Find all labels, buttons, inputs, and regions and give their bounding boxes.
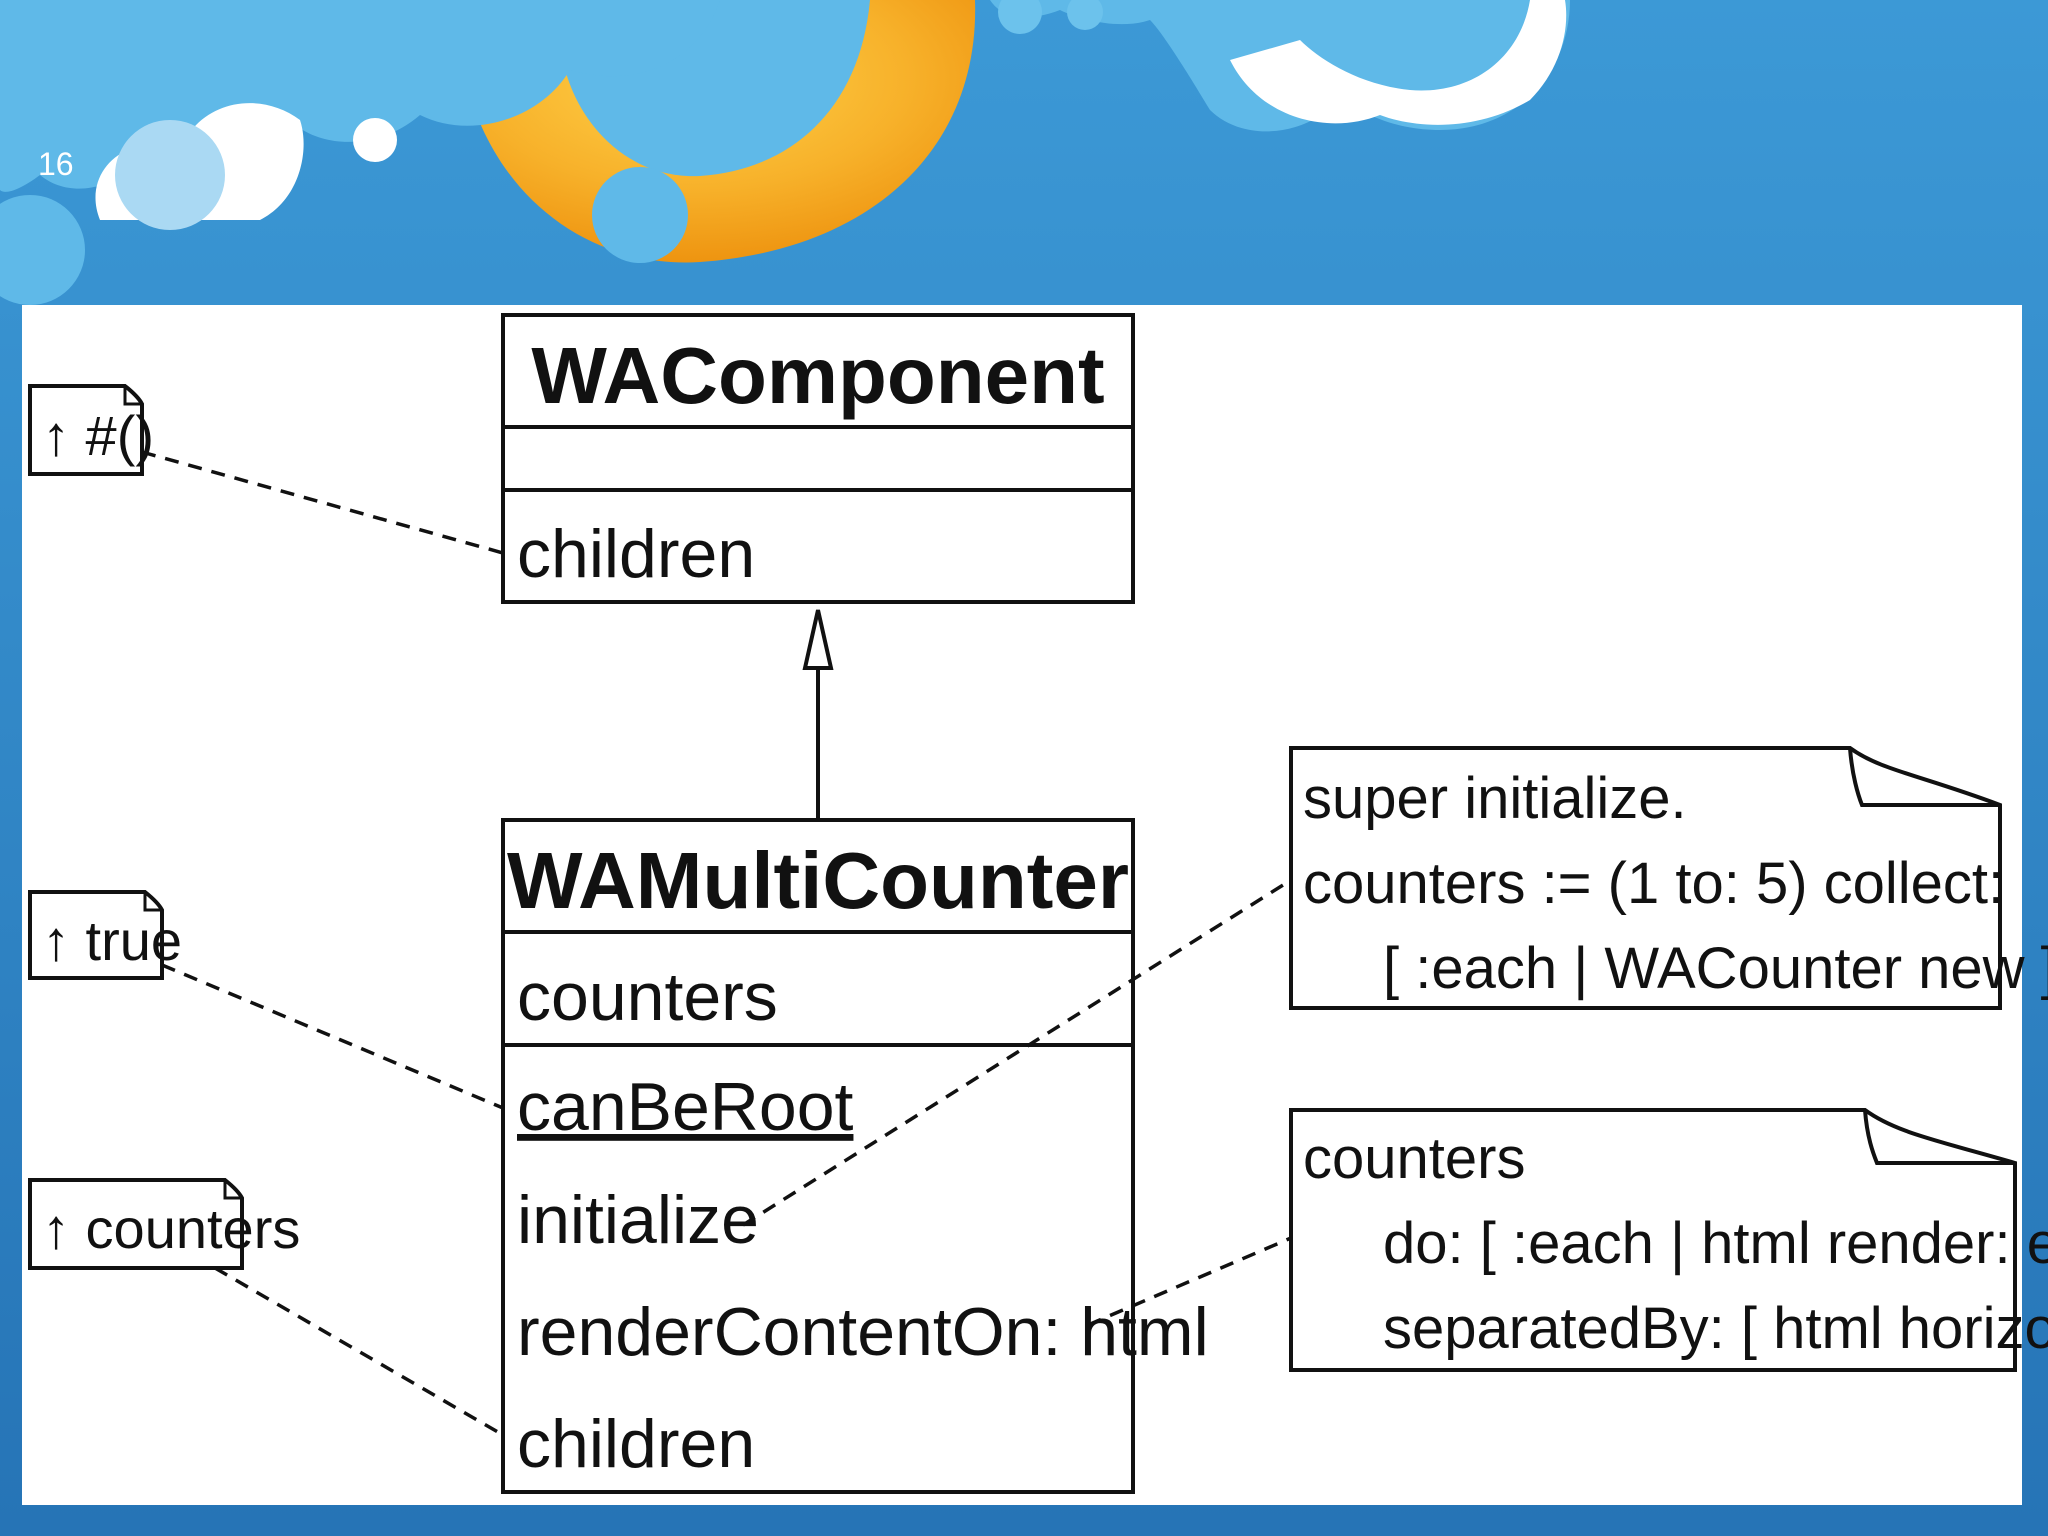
note-line: counters := (1 to: 5) collect:	[1303, 851, 2004, 916]
note-box	[1289, 1108, 2017, 1372]
note-line: separatedBy: [ html horizontalRule ]	[1383, 1296, 2048, 1361]
content-panel	[22, 305, 2022, 1505]
return-tag	[28, 890, 164, 980]
return-tag	[28, 384, 144, 476]
note-line: super initialize.	[1303, 766, 1687, 831]
return-tag-label: ↑ counters	[42, 1197, 300, 1260]
method-label: renderContentOn: html	[517, 1294, 1209, 1370]
return-tag-label: ↑ true	[42, 909, 182, 972]
method-label: canBeRoot	[517, 1069, 854, 1145]
connector-line	[214, 1266, 504, 1437]
inheritance-arrow	[802, 609, 834, 820]
return-tag	[28, 1178, 244, 1270]
connector-line	[742, 878, 1292, 1227]
cloud-icon	[0, 0, 720, 305]
slide-number: 16	[38, 146, 74, 182]
connector-line	[1087, 1236, 1292, 1327]
method-label: children	[517, 516, 755, 592]
class-name: WAMultiCounter	[507, 836, 1129, 925]
note-line: counters	[1303, 1126, 1525, 1191]
method-label: children	[517, 1406, 755, 1482]
connector-line	[141, 450, 504, 555]
class-box-wacomponent	[501, 313, 1135, 604]
return-tag-label: ↑ #()	[42, 404, 154, 467]
note-line: do: [ :each | html render: each ]	[1383, 1211, 2048, 1276]
class-name: WAComponent	[531, 331, 1104, 420]
attribute-label: counters	[517, 959, 778, 1035]
cloud-icon	[990, 0, 1570, 132]
note-box	[1289, 746, 2002, 1010]
method-label: initialize	[517, 1182, 759, 1258]
connector-line	[161, 963, 504, 1110]
note-line: [ :each | WACounter new ]	[1383, 936, 2048, 1001]
